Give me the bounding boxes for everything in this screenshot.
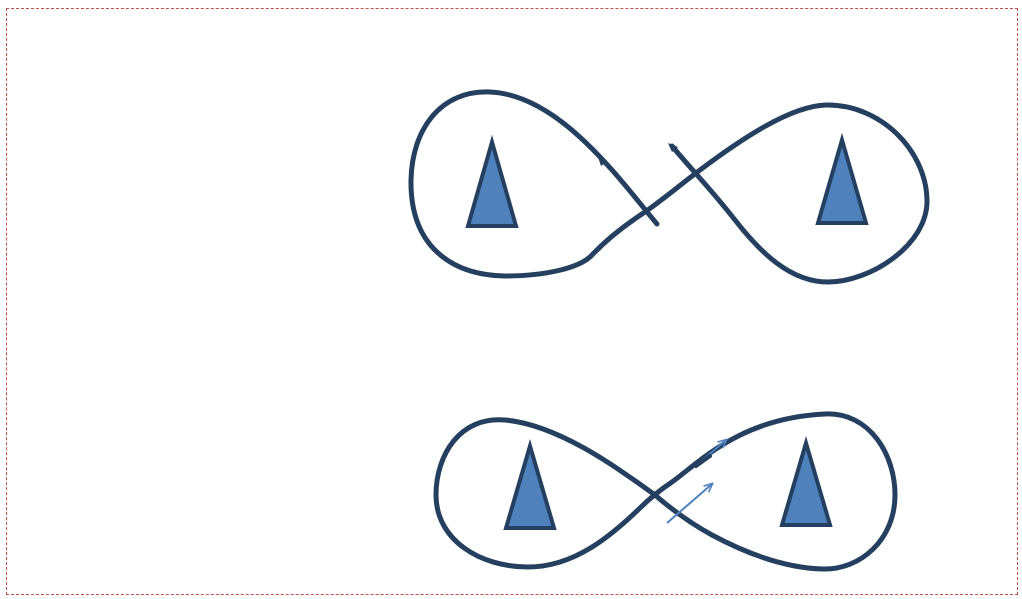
top-left-loop-path	[408, 89, 930, 285]
bottom-left-cone	[503, 438, 557, 530]
bottom-right-cone	[779, 435, 833, 527]
top-arrowhead-left	[598, 157, 605, 166]
bottom-arrow-lower	[666, 484, 712, 524]
top-figure	[408, 89, 930, 285]
bottom-figure-eight-path	[433, 411, 898, 572]
top-left-cone	[465, 134, 519, 228]
bottom-figure	[433, 411, 898, 572]
top-right-cone	[815, 132, 869, 225]
top-arrowhead-right	[668, 143, 678, 152]
bottom-dark-stub	[694, 454, 712, 468]
dashed-frame	[6, 8, 1018, 595]
